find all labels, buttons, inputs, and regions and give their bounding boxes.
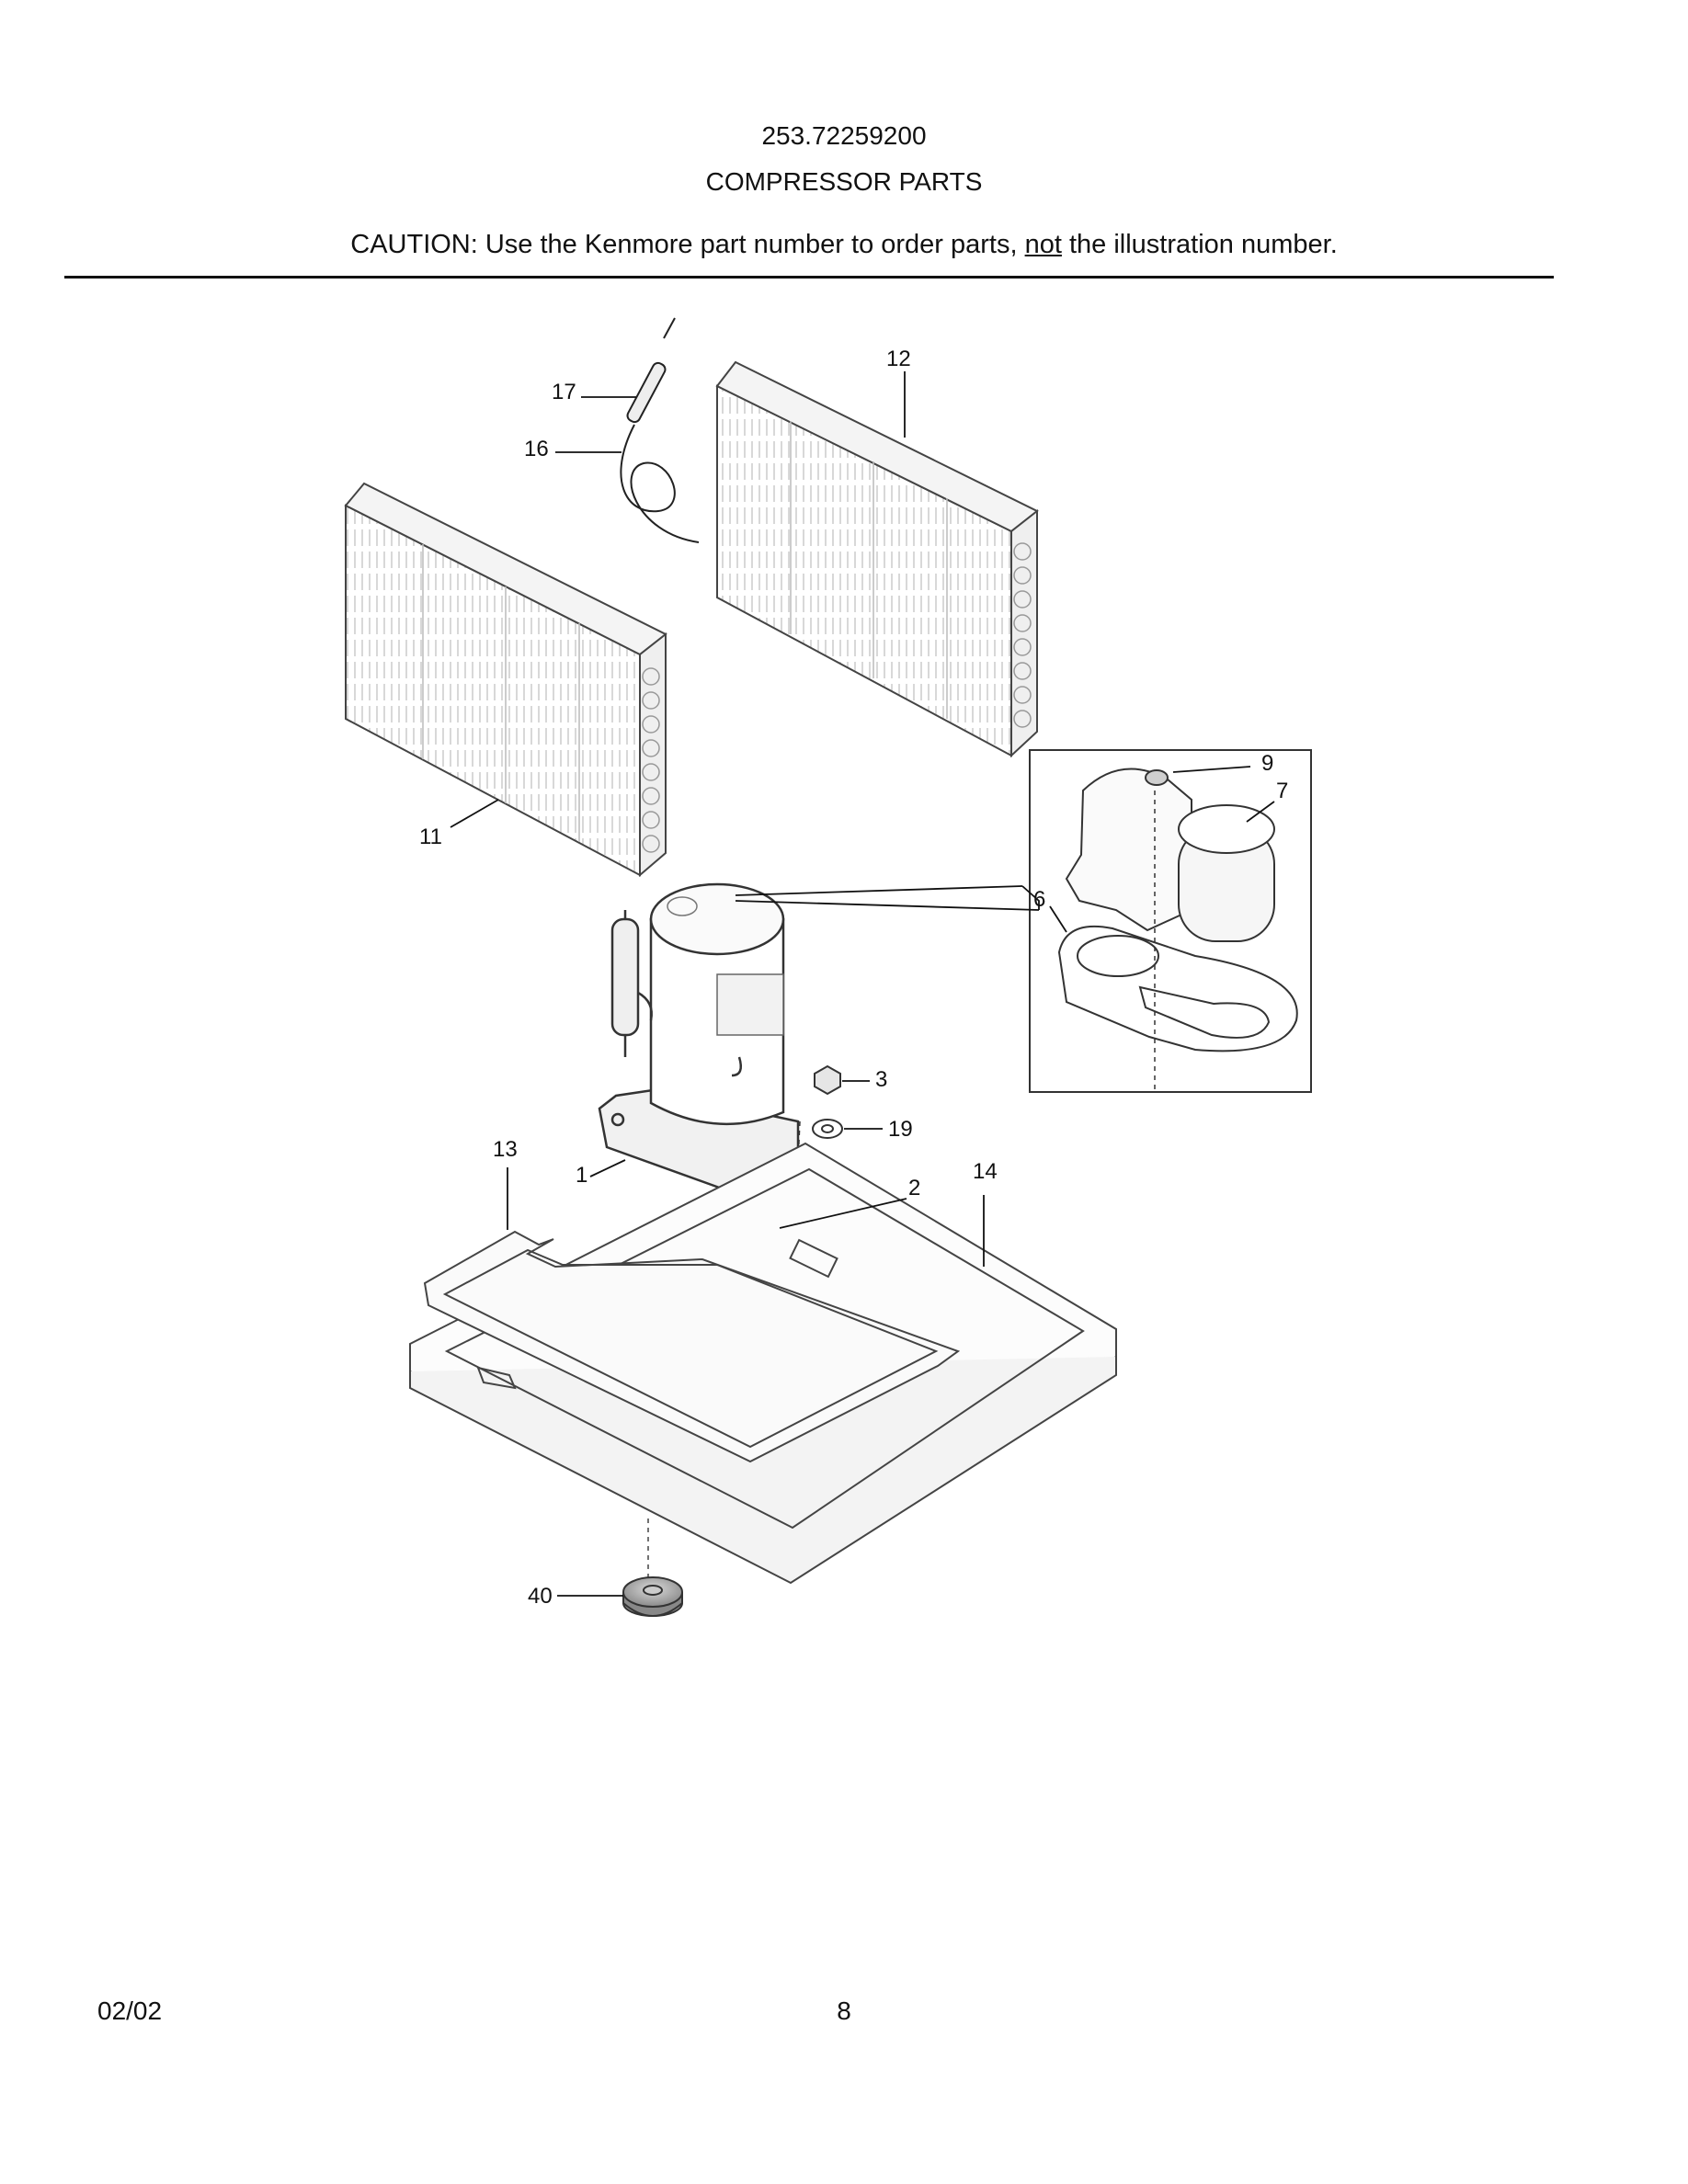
callout-3: 3	[875, 1067, 887, 1092]
caution-text-after: the illustration number.	[1061, 230, 1338, 259]
gasket-frame	[423, 1230, 961, 1463]
model-number: 253.72259200	[761, 121, 927, 150]
compressor	[598, 882, 800, 1199]
callout-17: 17	[552, 380, 576, 404]
callout-13: 13	[493, 1137, 518, 1162]
footer-date: 02/02	[97, 1996, 163, 2025]
header-divider	[64, 276, 1554, 279]
caution-note: CAUTION: Use the Kenmore part number to …	[0, 230, 1688, 260]
callout-7: 7	[1276, 779, 1288, 803]
thermostat-sensor	[620, 317, 700, 543]
callout-14: 14	[973, 1159, 998, 1184]
drain-plug	[622, 1576, 683, 1617]
callout-1: 1	[576, 1163, 587, 1188]
caution-emphasis: not	[1024, 230, 1062, 259]
condenser-coil	[715, 360, 1039, 758]
callout-40: 40	[528, 1584, 553, 1609]
callout-leaders	[450, 371, 1275, 1597]
caution-text-before: CAUTION: Use the Kenmore part number to …	[350, 230, 1025, 259]
callout-2: 2	[908, 1176, 920, 1200]
callout-12: 12	[886, 347, 911, 371]
page-number: 8	[837, 1996, 851, 2025]
section-title: COMPRESSOR PARTS	[705, 167, 983, 196]
callout-9: 9	[1261, 751, 1273, 776]
callout-11: 11	[419, 825, 442, 849]
callout-19: 19	[888, 1117, 913, 1142]
evaporator-coil	[344, 482, 667, 878]
inset-detail	[1029, 749, 1312, 1093]
callout-16: 16	[524, 437, 549, 461]
callout-6: 6	[1033, 887, 1045, 912]
